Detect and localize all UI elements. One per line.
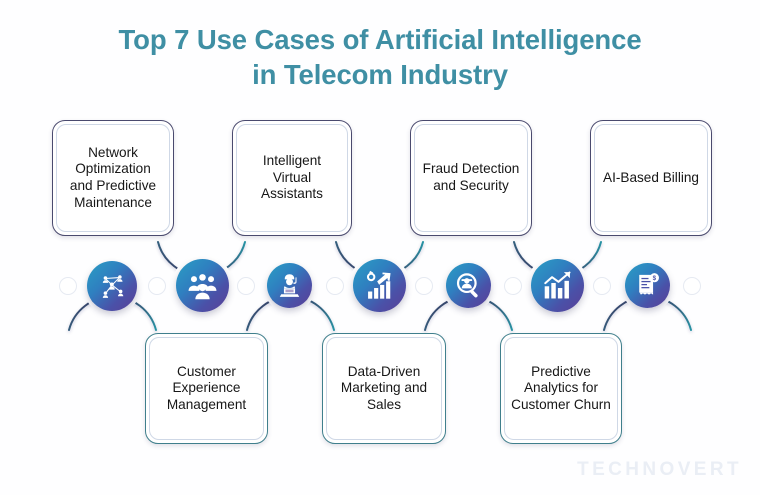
magnifier-fraud-person-icon — [455, 272, 482, 299]
user-group-icon — [187, 270, 218, 301]
use-case-label-6: Predictive Analytics for Customer Churn — [511, 363, 611, 412]
use-case-box-2[interactable]: Customer Experience Management — [145, 333, 268, 444]
knob-1 — [148, 277, 166, 295]
use-case-icon-2[interactable] — [176, 259, 229, 312]
use-case-box-1-inner: Network Optimization and Predictive Main… — [56, 124, 170, 232]
use-case-icon-1[interactable] — [87, 261, 137, 311]
use-case-box-3-inner: Intelligent Virtual Assistants — [236, 124, 348, 232]
use-case-box-5[interactable]: Fraud Detection and Security — [410, 120, 532, 236]
svg-text:$: $ — [653, 275, 657, 282]
use-case-box-4[interactable]: Data-Driven Marketing and Sales — [322, 333, 446, 444]
use-case-box-2-inner: Customer Experience Management — [149, 337, 264, 440]
use-case-box-3[interactable]: Intelligent Virtual Assistants — [232, 120, 352, 236]
knob-0 — [59, 277, 77, 295]
page-title: Top 7 Use Cases of Artificial Intelligen… — [0, 22, 760, 92]
use-case-box-5-inner: Fraud Detection and Security — [414, 124, 528, 232]
watermark-technovert: TECHNOVERT — [577, 459, 742, 480]
knob-7 — [683, 277, 701, 295]
use-case-box-7[interactable]: AI-Based Billing — [590, 120, 712, 236]
knob-5 — [504, 277, 522, 295]
use-case-box-6-inner: Predictive Analytics for Customer Churn — [504, 337, 618, 440]
use-case-box-7-inner: AI-Based Billing — [594, 124, 708, 232]
use-case-icon-6[interactable] — [531, 259, 584, 312]
agent-with-laptop-icon — [276, 272, 303, 299]
knob-6 — [593, 277, 611, 295]
page-title-line-2: in Telecom Industry — [252, 59, 508, 91]
use-case-box-1[interactable]: Network Optimization and Predictive Main… — [52, 120, 174, 236]
knob-4 — [415, 277, 433, 295]
use-case-icon-5[interactable] — [446, 263, 491, 308]
use-case-icon-3[interactable] — [267, 263, 312, 308]
invoice-dollar-icon: $ — [634, 272, 661, 299]
use-case-label-4: Data-Driven Marketing and Sales — [340, 363, 428, 412]
use-case-box-4-inner: Data-Driven Marketing and Sales — [326, 337, 442, 440]
page-title-line-1: Top 7 Use Cases of Artificial Intelligen… — [118, 24, 642, 55]
use-case-box-6[interactable]: Predictive Analytics for Customer Churn — [500, 333, 622, 444]
use-case-label-7: AI-Based Billing — [603, 169, 699, 185]
knob-2 — [237, 277, 255, 295]
use-case-label-1: Network Optimization and Predictive Main… — [69, 144, 157, 210]
use-case-label-2: Customer Experience Management — [166, 363, 247, 412]
use-case-icon-4[interactable] — [353, 259, 406, 312]
bar-chart-growth-arrow-icon — [364, 270, 395, 301]
use-case-label-3: Intelligent Virtual Assistants — [261, 153, 323, 202]
use-case-label-5: Fraud Detection and Security — [422, 161, 520, 193]
bar-chart-trend-line-icon — [542, 270, 573, 301]
use-case-icon-7[interactable]: $ — [625, 263, 670, 308]
knob-3 — [326, 277, 344, 295]
network-nodes-people-icon — [97, 271, 127, 301]
